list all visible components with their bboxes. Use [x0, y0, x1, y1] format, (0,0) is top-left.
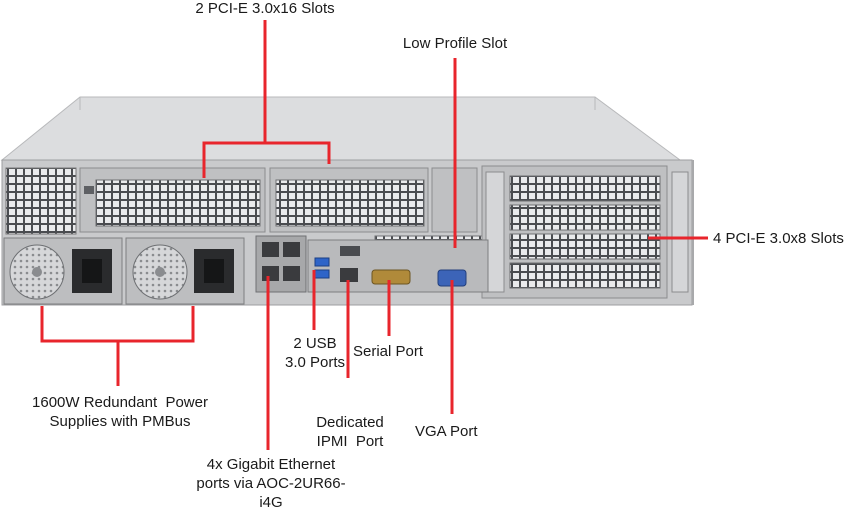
callout-lines — [40, 20, 708, 450]
ethernet-ports — [255, 235, 307, 293]
label-serial: Serial Port — [353, 343, 424, 360]
label-pcie-x8: 4 PCI-E 3.0x8 Slots — [713, 230, 844, 247]
power-supply-unit-1 — [3, 237, 123, 305]
left-vent-grille — [5, 167, 77, 235]
callout-psu — [40, 306, 195, 343]
io-panel — [307, 239, 489, 293]
label-usb: 2 USB 3.0 Ports — [284, 335, 346, 371]
label-ethernet: 4x Gigabit Ethernet ports via AOC-2UR66-… — [196, 456, 346, 511]
label-low-profile: Low Profile Slot — [402, 35, 508, 52]
label-ipmi: Dedicated IPMI Port — [316, 414, 384, 450]
label-psu: 1600W Redundant Power Supplies with PMBu… — [32, 394, 208, 430]
label-vga: VGA Port — [415, 423, 478, 440]
pcie-x8-slot-area — [481, 165, 689, 299]
power-supply-unit-2 — [125, 237, 245, 305]
label-pcie-x16: 2 PCI-E 3.0x16 Slots — [195, 0, 335, 17]
pcie-x16-slot-area — [79, 167, 429, 233]
